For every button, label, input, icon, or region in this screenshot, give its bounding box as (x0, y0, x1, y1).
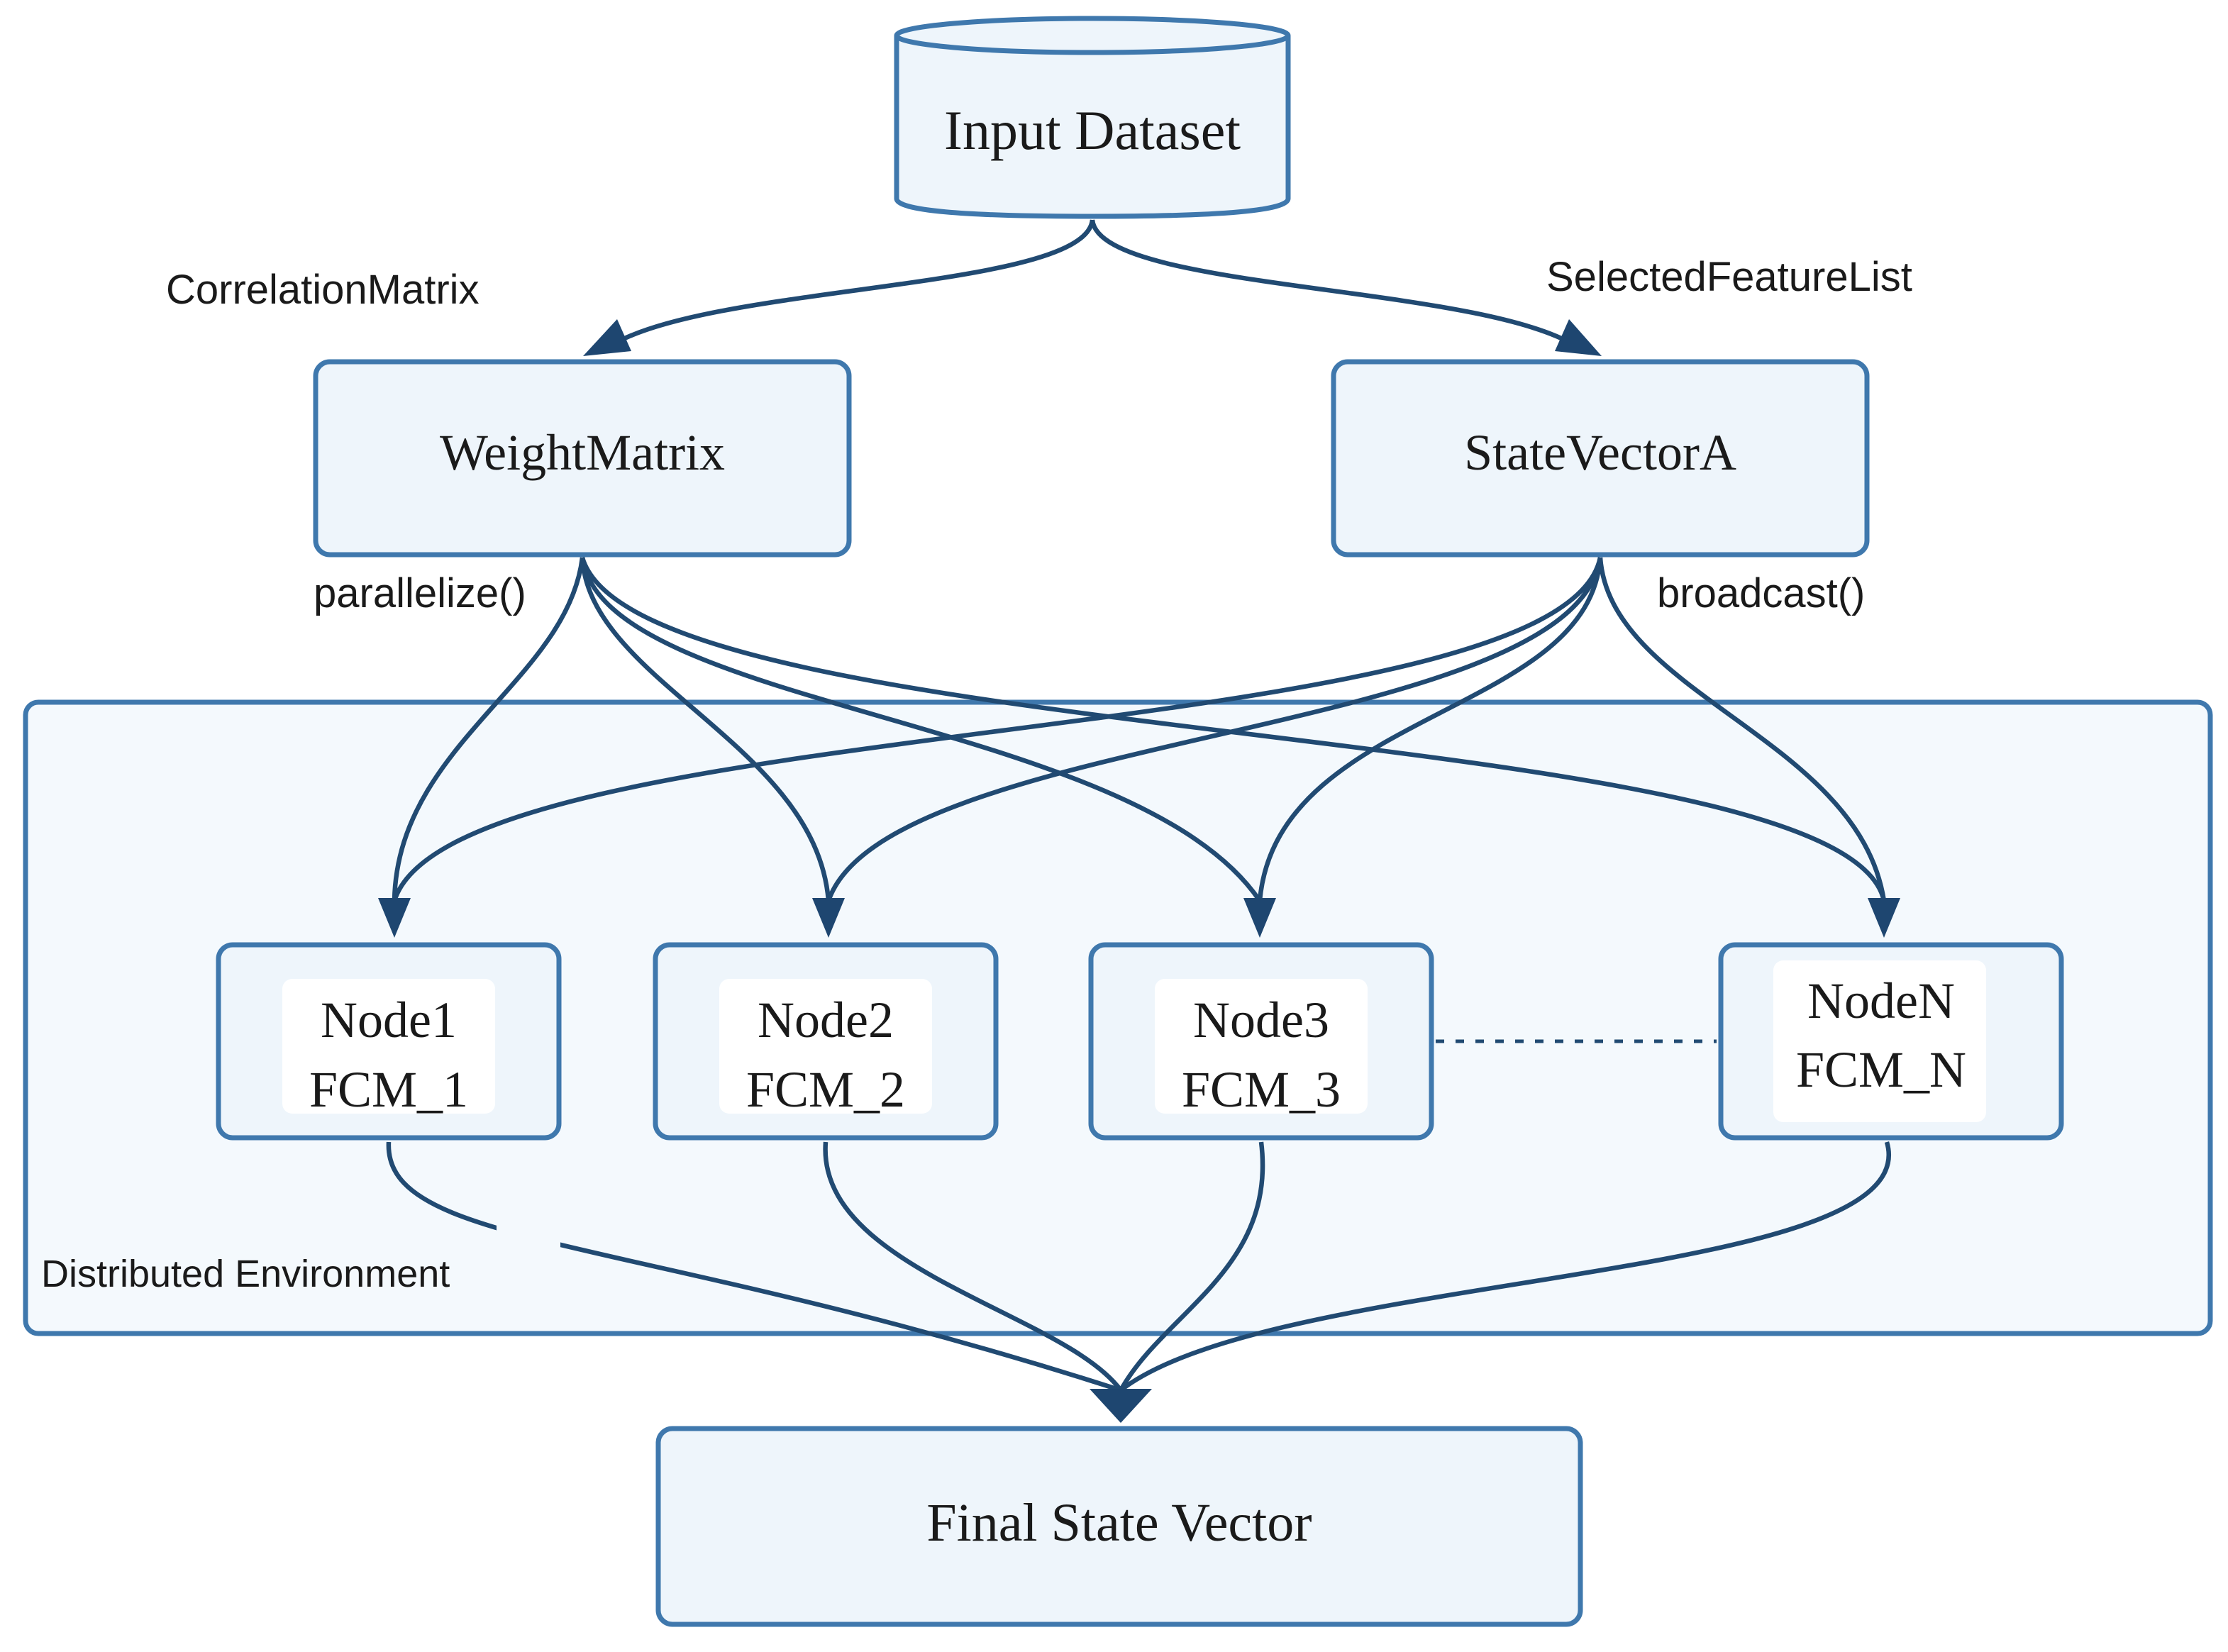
arrowhead-weight (583, 319, 631, 356)
label-gap (497, 1220, 560, 1248)
node3-fcm: FCM_3 (1182, 1061, 1341, 1118)
nodeN-fcm: FCM_N (1796, 1041, 1966, 1098)
arrowhead-state (1555, 319, 1602, 356)
node2-name: Node2 (758, 992, 894, 1048)
node1-name: Node1 (321, 992, 457, 1048)
arrowhead-node1 (378, 898, 411, 938)
node2-fcm: FCM_2 (746, 1061, 905, 1118)
edge-nodeN-to-final (1119, 1141, 1891, 1392)
broadcast-label: broadcast() (1657, 570, 1865, 616)
edge-state-to-node3 (1257, 557, 1603, 902)
parallelize-label: parallelize() (314, 570, 526, 616)
edge-state-to-node2 (826, 557, 1603, 902)
edge-state-to-node1 (392, 557, 1603, 902)
node3-name: Node3 (1193, 992, 1329, 1048)
nodeN-name: NodeN (1807, 972, 1955, 1029)
weight-matrix-label: WeightMatrix (440, 424, 725, 481)
distributed-environment-label: Distributed Environment (41, 1253, 450, 1295)
weight-matrix-node: WeightMatrix (313, 359, 852, 558)
edge-weight-to-node1 (392, 557, 585, 902)
worker-node-2: Node2 FCM_2 (653, 942, 999, 1141)
edge-input-to-state (1090, 219, 1578, 348)
final-state-vector-node: Final State Vector (655, 1426, 1583, 1627)
state-vector-a-node: StateVectorA (1331, 359, 1870, 558)
final-state-vector-label: Final State Vector (926, 1493, 1312, 1553)
correlation-matrix-label: CorrelationMatrix (166, 267, 480, 313)
worker-node-1: Node1 FCM_1 (216, 942, 562, 1141)
arrowhead-node3 (1243, 898, 1276, 938)
edge-state-to-nodeN (1597, 557, 1887, 902)
node1-fcm: FCM_1 (309, 1061, 468, 1118)
input-dataset-node: Input Dataset (894, 16, 1291, 219)
arrowhead-nodeN (1868, 898, 1900, 938)
edge-node3-to-final (1119, 1141, 1265, 1392)
edge-weight-to-node2 (580, 557, 831, 902)
edge-input-to-weight (609, 219, 1095, 348)
edge-weight-to-nodeN (580, 557, 1887, 902)
arrowhead-node2 (812, 898, 845, 938)
edge-weight-to-node3 (580, 557, 1262, 902)
edge-node1-to-final (386, 1141, 1121, 1393)
input-dataset-label: Input Dataset (944, 99, 1241, 161)
state-vector-a-label: StateVectorA (1464, 424, 1736, 481)
worker-node-n: NodeN FCM_N (1718, 942, 2064, 1141)
arrowhead-final (1090, 1389, 1152, 1423)
worker-node-3: Node3 FCM_3 (1088, 942, 1434, 1141)
edge-node2-to-final (823, 1141, 1123, 1392)
selected-feature-list-label: SelectedFeatureList (1546, 254, 1912, 300)
